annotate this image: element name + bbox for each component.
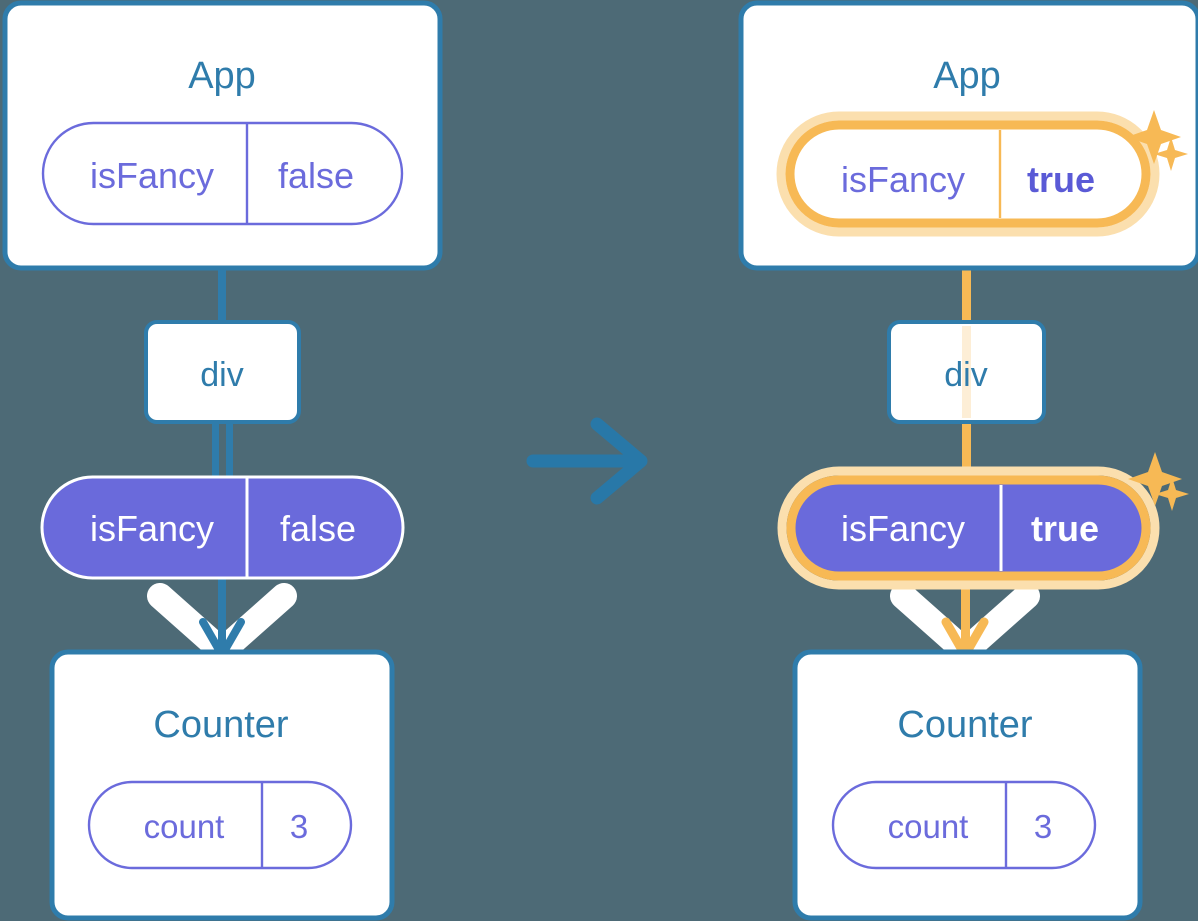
- props-pill-key-after: isFancy: [841, 508, 965, 549]
- app-box-title: App: [188, 55, 256, 97]
- app-state-pill-key: isFancy: [90, 155, 214, 196]
- sparkle-large-top-icon: [1127, 110, 1181, 164]
- app-state-pill-value: false: [278, 155, 354, 196]
- app-state-pill[interactable]: isFancy false: [41, 121, 404, 226]
- app-state-pill-glow-inner: [785, 120, 1151, 228]
- counter-state-pill-key-after: count: [888, 808, 969, 845]
- app-state-pill-body: [41, 121, 404, 226]
- props-pill-key: isFancy: [90, 508, 214, 549]
- props-pill-after[interactable]: isFancy true: [777, 466, 1160, 590]
- app-state-pill-key-after: isFancy: [841, 159, 965, 200]
- div-box[interactable]: div: [144, 320, 301, 424]
- props-pill-glow-inner: [786, 475, 1151, 581]
- sparkle-small-top-icon: [1154, 137, 1188, 171]
- counter-state-pill[interactable]: count 3: [87, 780, 353, 870]
- div-box-label-after: div: [944, 356, 987, 394]
- counter-state-pill-body-after: [831, 780, 1097, 870]
- counter-box-title: Counter: [153, 704, 289, 746]
- props-pill-value-after: true: [1031, 508, 1099, 549]
- counter-state-pill-value: 3: [290, 808, 308, 845]
- app-state-pill-glow-outer: [776, 111, 1160, 237]
- counter-state-pill-body: [87, 780, 353, 870]
- counter-state-pill-key: count: [144, 808, 225, 845]
- div-box-body: [144, 320, 301, 424]
- app-box-title-after: App: [933, 55, 1001, 97]
- div-box-inner-highlight-line: [962, 326, 971, 418]
- sparkle-large-mid-icon: [1128, 452, 1182, 506]
- props-pill-glow-outer: [777, 466, 1160, 590]
- props-pill-body: [40, 475, 405, 580]
- div-box-after[interactable]: div: [887, 320, 1046, 424]
- app-state-pill-after[interactable]: isFancy true: [776, 111, 1160, 237]
- props-pill[interactable]: isFancy false: [40, 475, 405, 580]
- app-state-pill-value-after: true: [1027, 159, 1095, 200]
- props-pill-value: false: [280, 508, 356, 549]
- counter-box-title-after: Counter: [897, 704, 1033, 746]
- div-box-label: div: [200, 356, 243, 394]
- panel-after: App isFancy true div isFancy: [738, 0, 1198, 921]
- counter-state-pill-after[interactable]: count 3: [831, 780, 1097, 870]
- counter-state-pill-value-after: 3: [1034, 808, 1052, 845]
- panel-before: App isFancy false div isFancy false: [2, 0, 443, 921]
- sparkle-small-mid-icon: [1155, 477, 1189, 511]
